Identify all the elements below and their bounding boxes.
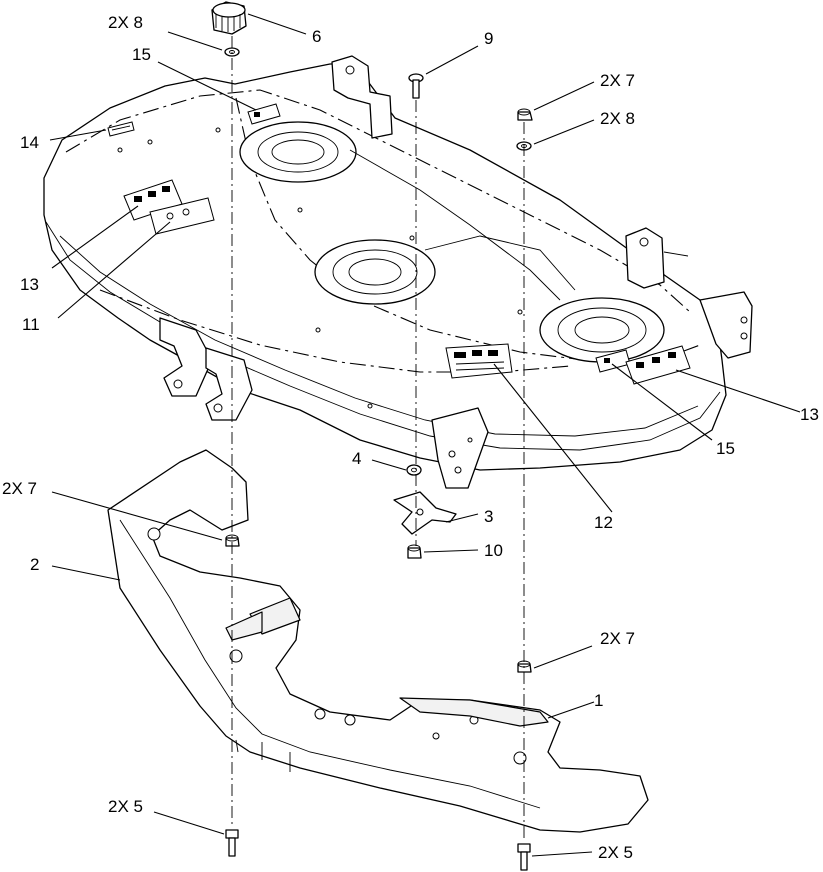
callout-2: 2 xyxy=(30,555,39,574)
callout-12: 12 xyxy=(594,513,613,532)
spindle-housing-left xyxy=(239,121,357,183)
deck-holes xyxy=(117,127,523,443)
baffle-part-2 xyxy=(107,449,649,833)
rear-bracket-right xyxy=(699,291,753,359)
nut-7-top-right xyxy=(517,108,533,121)
callout-2x7-lower: 2X 7 xyxy=(600,629,635,648)
hitch-bracket-right xyxy=(625,227,689,289)
washer-4 xyxy=(406,464,422,476)
decal-14 xyxy=(107,121,135,137)
callout-1: 1 xyxy=(594,691,603,710)
discharge-bracket xyxy=(431,407,489,489)
callout-14: 14 xyxy=(20,133,39,152)
belt-channel xyxy=(349,149,561,301)
assembly-axes xyxy=(231,36,525,842)
decal-13-right xyxy=(625,345,691,385)
callout-3: 3 xyxy=(484,507,493,526)
lift-bracket-mid xyxy=(205,347,253,421)
nut-7-left xyxy=(225,534,240,547)
spindle-housing-center xyxy=(314,239,436,305)
callout-2x8-right: 2X 8 xyxy=(600,109,635,128)
deck-skirt-line-2 xyxy=(59,235,699,437)
mower-deck xyxy=(43,55,753,489)
decal-15-top xyxy=(247,103,281,125)
callout-10: 10 xyxy=(484,541,503,560)
leader-lines xyxy=(49,13,801,857)
callout-2x7-left: 2X 7 xyxy=(2,479,37,498)
deck-skirt-line xyxy=(45,221,721,451)
knob-6 xyxy=(211,1,247,35)
hitch-bracket-left xyxy=(331,55,393,139)
callout-2x5-left: 2X 5 xyxy=(108,797,143,816)
callout-13-right: 13 xyxy=(800,405,819,424)
callout-2x7-right: 2X 7 xyxy=(600,71,635,90)
bolt-5-right xyxy=(517,843,531,871)
callout-11: 11 xyxy=(22,315,40,334)
latch-3 xyxy=(393,491,457,535)
callout-6: 6 xyxy=(312,27,321,46)
baffle-edge-2 xyxy=(235,739,291,772)
deck-top-phantom xyxy=(65,89,691,313)
pin-9 xyxy=(408,73,424,99)
callout-2x5-right: 2X 5 xyxy=(598,843,633,862)
spindle-housing-right xyxy=(539,297,665,363)
callout-labels: 2X 8 6 9 15 2X 7 2X 8 14 13 11 13 15 12 … xyxy=(2,13,819,862)
lift-bracket-left xyxy=(159,317,213,397)
nut-10 xyxy=(407,544,422,559)
callout-4: 4 xyxy=(352,449,361,468)
callout-15-right: 15 xyxy=(716,439,735,458)
decal-12 xyxy=(445,343,513,379)
bolt-5-left xyxy=(225,829,239,857)
callout-13-left: 13 xyxy=(20,275,39,294)
nut-7-lower xyxy=(517,660,532,673)
callout-15-top: 15 xyxy=(132,45,151,64)
callout-9: 9 xyxy=(484,29,493,48)
baffle-edge xyxy=(119,519,541,809)
baffle-part-1 xyxy=(399,697,549,727)
belt-channel-2 xyxy=(424,235,576,291)
callout-2x8-top: 2X 8 xyxy=(108,13,143,32)
